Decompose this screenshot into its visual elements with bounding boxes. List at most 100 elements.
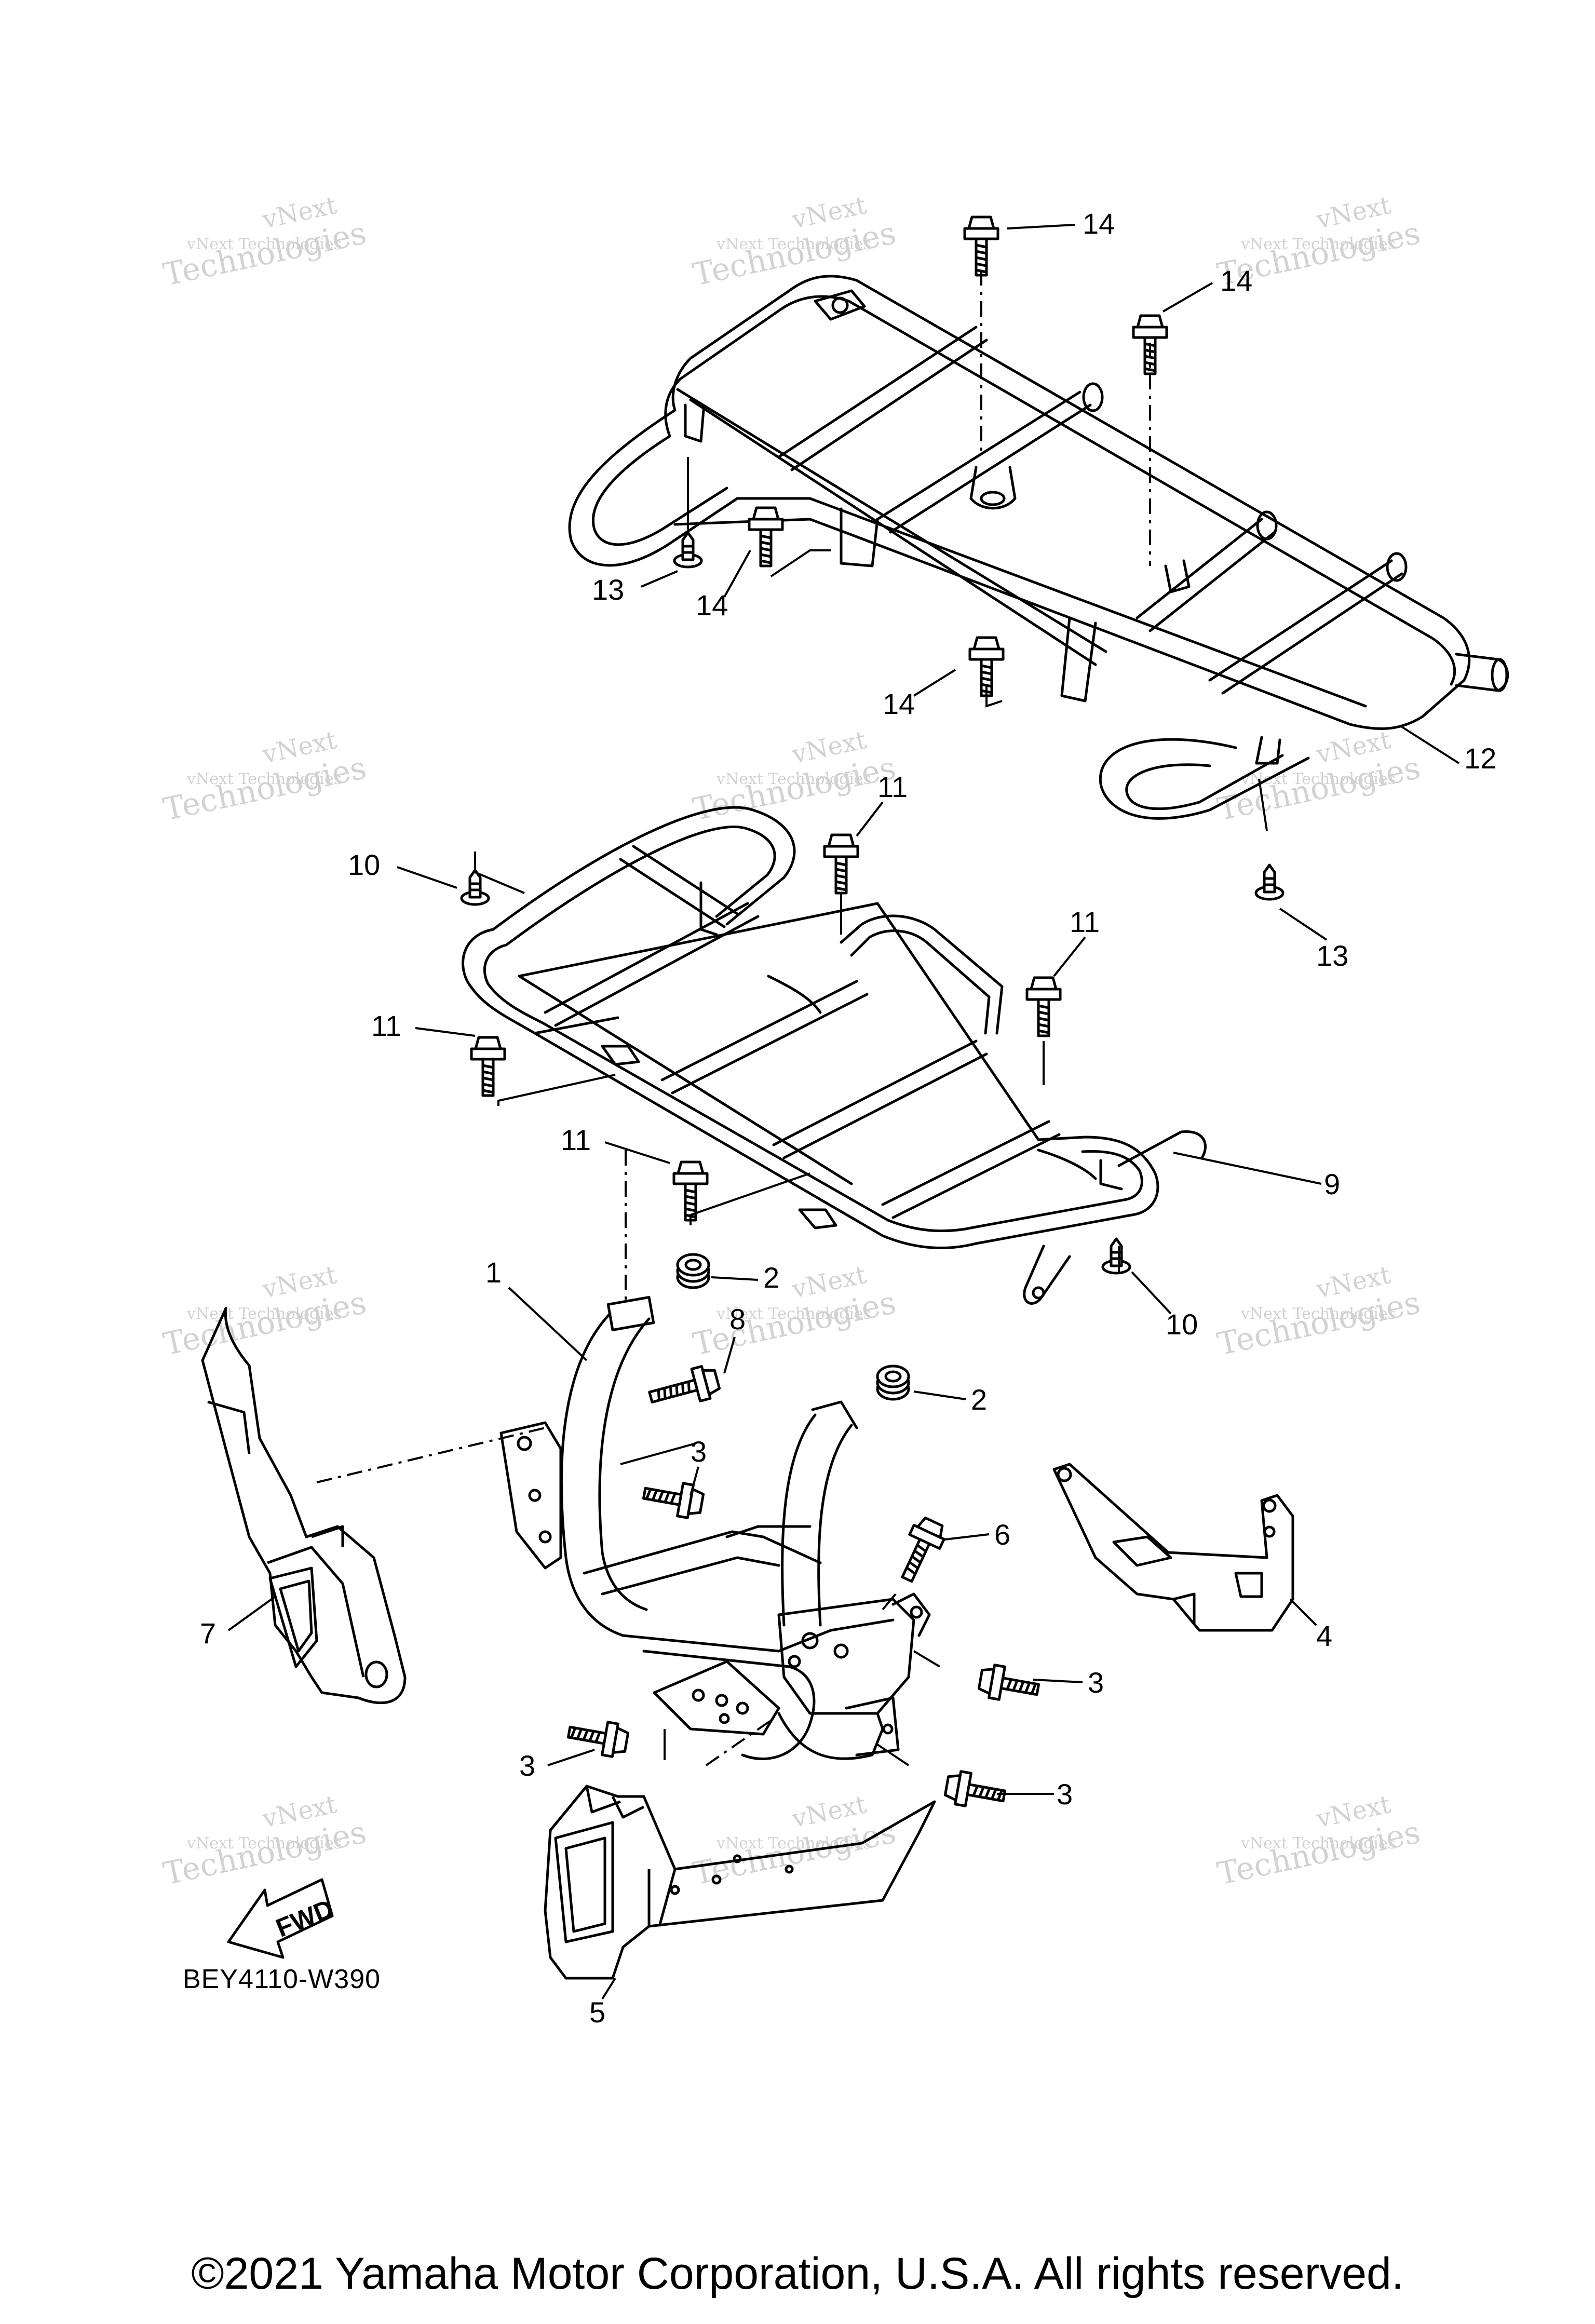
bolt-part-11 <box>1025 976 1062 1037</box>
bolt-part-14 <box>748 506 784 568</box>
bolt-part-14 <box>968 636 1005 697</box>
svg-text:vNext Technologies: vNext Technologies <box>1240 1834 1396 1853</box>
forward-direction-arrow: FWD <box>227 1878 337 1959</box>
clip-part-10 <box>460 869 490 906</box>
callout-number-11: 11 <box>371 1009 401 1042</box>
grommet-part-2 <box>676 1253 710 1289</box>
callout-number-2: 2 <box>971 1383 987 1416</box>
callout-number-6: 6 <box>994 1518 1010 1551</box>
callout-number-10: 10 <box>348 848 380 881</box>
callout-number-14: 14 <box>1220 264 1252 297</box>
callout-leader-11 <box>1053 936 1086 977</box>
callout-leader-4 <box>1289 1598 1317 1626</box>
svg-text:vNext Technologies: vNext Technologies <box>186 1834 342 1853</box>
callout-leader-14 <box>1007 224 1075 229</box>
diagram-code: BEY4110-W390 <box>183 1964 381 1994</box>
callout-leader-2 <box>913 1390 966 1400</box>
callout-number-14: 14 <box>696 589 728 621</box>
callout-number-11: 11 <box>1070 906 1100 938</box>
clip-part-10 <box>1101 1237 1131 1275</box>
callout-number-13: 13 <box>1316 939 1348 972</box>
bolt-part-3 <box>642 1482 705 1519</box>
callout-leader-10 <box>397 866 457 889</box>
callout-leader-11 <box>604 1141 670 1164</box>
svg-text:vNext Technologies: vNext Technologies <box>186 1305 342 1323</box>
bolt-part-6 <box>901 1516 945 1583</box>
callout-leader-14 <box>913 669 956 697</box>
side-cover-part-7 <box>201 1307 407 1705</box>
svg-text:vNext Technologies: vNext Technologies <box>1240 1305 1396 1323</box>
callout-leader-14 <box>1162 282 1213 313</box>
callout-leader-2 <box>711 1276 759 1281</box>
callout-leader-13 <box>1279 908 1328 941</box>
clip-part-13 <box>673 531 703 569</box>
bolt-part-8 <box>648 1365 721 1404</box>
front-carrier-part-9 <box>462 806 1207 1305</box>
grommet-part-2 <box>876 1364 910 1401</box>
svg-text:vNext Technologies: vNext Technologies <box>716 1305 871 1323</box>
svg-text:vNext Technologies: vNext Technologies <box>716 235 871 253</box>
callout-number-8: 8 <box>729 1303 746 1335</box>
callout-number-2: 2 <box>763 1261 779 1294</box>
alignment-lines <box>316 270 1151 1766</box>
callout-number-10: 10 <box>1166 1308 1198 1341</box>
bolt-part-11 <box>470 1036 506 1097</box>
callout-number-9: 9 <box>1324 1168 1340 1200</box>
callout-leader-14 <box>723 550 751 598</box>
callout-number-3: 3 <box>691 1435 707 1468</box>
bracket-part-4 <box>1052 1463 1294 1632</box>
svg-text:vNext Technologies: vNext Technologies <box>716 770 871 788</box>
clip-part-13 <box>1254 863 1285 901</box>
callout-leader-11 <box>415 1027 476 1037</box>
skid-cover-part-5 <box>544 1785 936 1980</box>
carrier-bracket-part-1 <box>499 1295 931 1760</box>
callout-leader-1 <box>508 1287 588 1361</box>
callout-number-13: 13 <box>592 573 624 606</box>
callout-number-11: 11 <box>561 1124 591 1156</box>
bolt-part-11 <box>672 1160 709 1222</box>
callout-leader-11 <box>856 801 884 837</box>
callout-number-7: 7 <box>200 1617 216 1650</box>
bolt-part-14 <box>963 215 999 277</box>
bolt-part-3 <box>977 1664 1040 1701</box>
callout-leader-5 <box>601 1977 616 2000</box>
callout-number-1: 1 <box>485 1256 502 1289</box>
leader-lines <box>474 457 1268 1766</box>
callout-leader-3 <box>1033 1679 1083 1683</box>
callout-number-12: 12 <box>1464 742 1496 775</box>
svg-text:vNext Technologies: vNext Technologies <box>186 770 342 788</box>
bolt-part-11 <box>823 833 859 895</box>
callout-number-11: 11 <box>877 771 908 803</box>
callout-number-5: 5 <box>589 1996 605 2029</box>
svg-text:vNext Technologies: vNext Technologies <box>1240 235 1396 253</box>
callout-number-14: 14 <box>883 687 915 720</box>
bolt-part-3 <box>566 1721 630 1758</box>
callout-number-3: 3 <box>519 1749 535 1782</box>
bolt-part-3 <box>943 1770 1007 1807</box>
fastener-layer <box>460 215 1285 1807</box>
callout-leader-9 <box>1173 1152 1322 1185</box>
callout-leader-8 <box>723 1336 736 1374</box>
callout-number-14: 14 <box>1083 207 1115 240</box>
callout-leader-7 <box>227 1596 276 1631</box>
copyright-notice: ©2021 Yamaha Motor Corporation, U.S.A. A… <box>191 2249 1404 2299</box>
callout-number-3: 3 <box>1088 1666 1104 1699</box>
callout-leader-3 <box>690 1466 699 1496</box>
callout-leader-13 <box>641 570 678 588</box>
svg-text:vNext Technologies: vNext Technologies <box>716 1834 871 1853</box>
callout-number-4: 4 <box>1316 1619 1332 1652</box>
rear-carrier-part-12 <box>568 275 1509 820</box>
callout-number-3: 3 <box>1057 1778 1073 1810</box>
